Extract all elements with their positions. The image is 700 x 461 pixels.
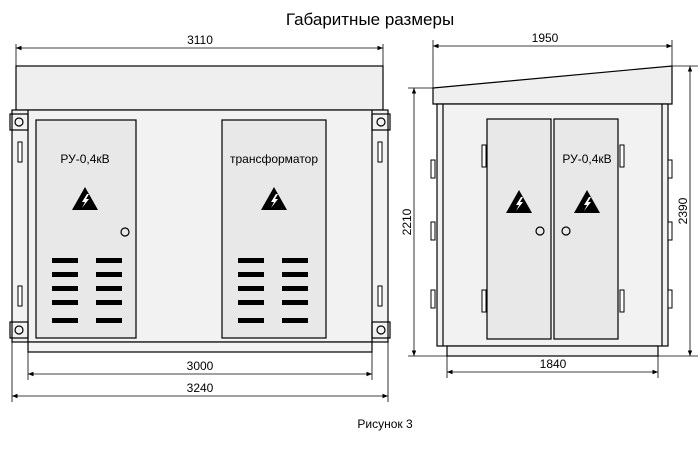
side-door-right xyxy=(553,118,619,340)
side-base xyxy=(446,345,659,357)
front-corner-brackets xyxy=(9,113,391,339)
front-view: 3110 РУ-0,4кВ xyxy=(9,33,391,402)
side-roof xyxy=(432,65,673,105)
drawing-title: Габаритные размеры xyxy=(286,10,454,29)
side-door-left xyxy=(486,118,552,340)
side-view: 1950 РУ-0,4кВ xyxy=(400,31,698,378)
dim-side-height-total: 2390 xyxy=(676,197,690,224)
dim-side-bottom: 1840 xyxy=(540,357,567,371)
front-base xyxy=(27,341,373,353)
side-hinges xyxy=(430,144,673,313)
door-handle xyxy=(561,226,571,236)
dim-front-top: 3110 xyxy=(187,33,213,47)
dim-front-inner: 3000 xyxy=(187,359,214,373)
side-body xyxy=(436,103,669,347)
side-door-label: РУ-0,4кВ xyxy=(562,152,611,166)
dim-side-height-inner: 2210 xyxy=(400,208,414,235)
door-handle xyxy=(535,226,545,236)
dim-front-bottom: 3240 xyxy=(187,381,214,395)
front-left-vents xyxy=(52,258,122,323)
front-roof xyxy=(15,65,384,111)
front-hinges xyxy=(17,141,383,307)
front-right-vents xyxy=(238,258,308,323)
front-left-door-label: РУ-0,4кВ xyxy=(60,152,109,166)
door-handle xyxy=(120,227,130,237)
dim-side-top: 1950 xyxy=(532,31,559,45)
figure-caption: Рисунок 3 xyxy=(357,417,413,431)
front-right-door-label: трансформатор xyxy=(230,152,318,166)
